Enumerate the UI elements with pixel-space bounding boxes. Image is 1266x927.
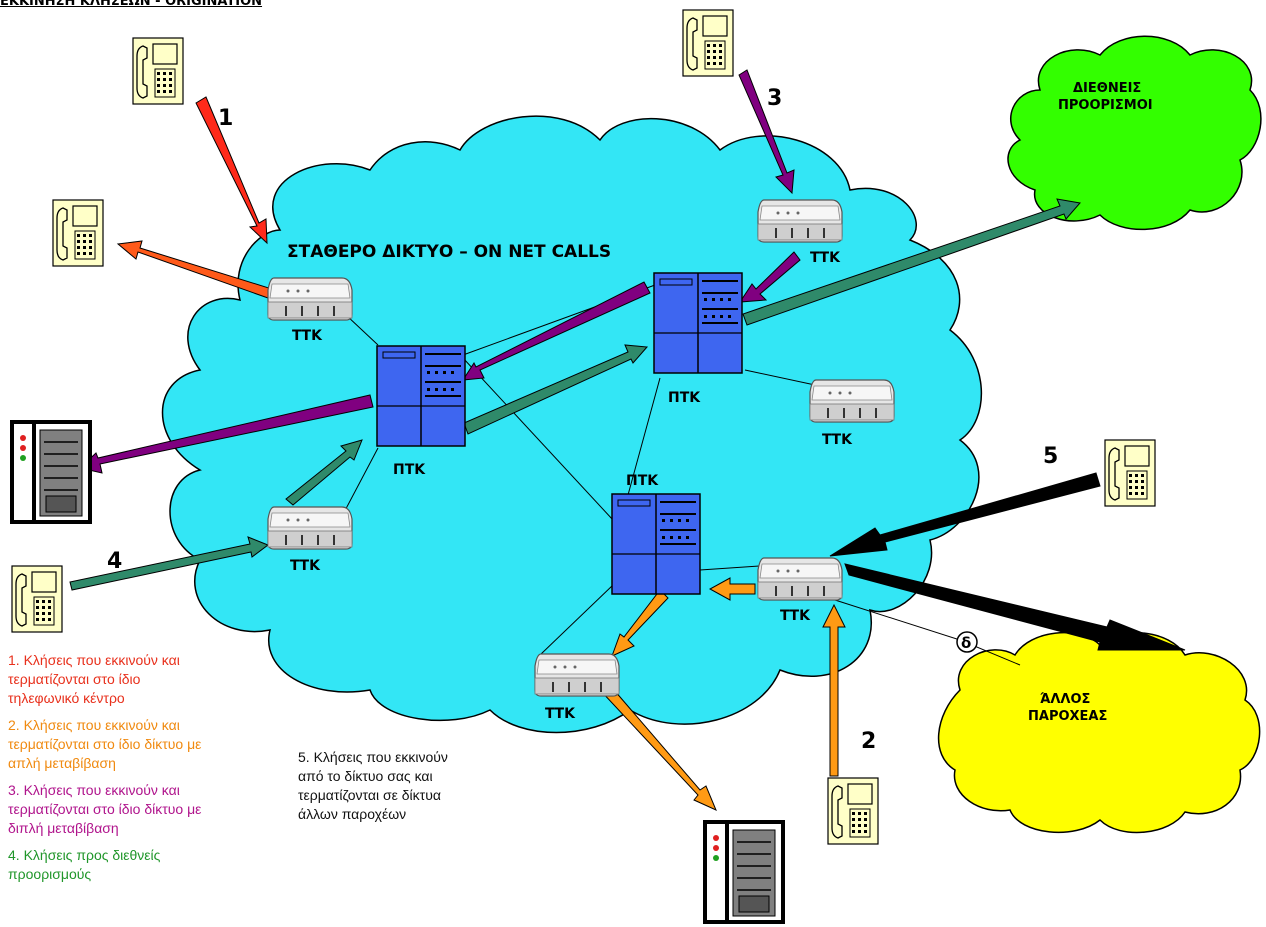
ttk-label: ΤΤΚ xyxy=(292,328,323,344)
phone-icon xyxy=(682,9,734,77)
provider-cloud-label: ΆΛΛΟΣ xyxy=(1040,692,1090,707)
route-arrows xyxy=(69,69,1186,811)
arrow-3-in xyxy=(738,69,795,195)
arrow-1-in xyxy=(195,96,268,245)
legend-item-1: 1. Κλήσεις που εκκινούν και τερματίζοντα… xyxy=(8,652,180,706)
arrow-1-out xyxy=(116,240,273,299)
network-title: ΣΤΑΘΕΡΟ ΔΙΚΤΥΟ – ON NET CALLS xyxy=(287,242,611,262)
provider-cloud-label: ΠΑΡΟΧΕΑΣ xyxy=(1028,709,1107,724)
server-rack-icon xyxy=(10,420,92,524)
route-number-3: 3 xyxy=(767,86,782,111)
arrow-2-a xyxy=(708,577,756,601)
phone-icon xyxy=(52,199,104,267)
ptk-switch-icon xyxy=(653,272,743,374)
route-number-5: 5 xyxy=(1043,444,1058,469)
ptk-label: ΠΤΚ xyxy=(626,473,659,489)
route-number-1: 1 xyxy=(218,106,233,131)
international-cloud-label: ΔΙΕΘΝΕΙΣ xyxy=(1073,81,1141,96)
ptk-label: ΠΤΚ xyxy=(393,462,426,478)
delta-marker xyxy=(956,631,978,653)
ttk-device-icon xyxy=(757,199,843,243)
arrow-2-b xyxy=(611,589,669,657)
ttk-device-icon xyxy=(809,379,895,423)
ptk-switch-icon xyxy=(376,345,466,447)
route-number-2: 2 xyxy=(861,729,876,754)
arrow-3-b xyxy=(462,281,651,381)
ttk-device-icon xyxy=(534,653,620,697)
arrow-5-in xyxy=(829,472,1101,557)
route-5-note: 5. Κλήσεις που εκκινούν από το δίκτυο σα… xyxy=(298,749,448,822)
arrow-4-c xyxy=(742,198,1081,326)
arrow-2-c xyxy=(599,682,717,811)
ttk-label: ΤΤΚ xyxy=(810,250,841,266)
arrow-3-a xyxy=(739,251,801,303)
phone-icon xyxy=(1104,439,1156,507)
provider-cloud xyxy=(937,632,1261,834)
ptk-label: ΠΤΚ xyxy=(668,390,701,406)
arrow-2-in xyxy=(822,603,846,777)
phone-icon xyxy=(827,777,879,845)
international-cloud xyxy=(1007,35,1262,231)
ttk-label: ΤΤΚ xyxy=(545,706,576,722)
legend: 1. Κλήσεις που εκκινούν και τερματίζοντα… xyxy=(8,651,298,892)
route-number-4: 4 xyxy=(107,549,122,574)
ttk-device-icon xyxy=(267,506,353,550)
arrow-4-b xyxy=(463,344,649,435)
international-cloud-label: ΠΡΟΟΡΙΣΜΟΙ xyxy=(1058,98,1153,113)
ttk-label: ΤΤΚ xyxy=(822,432,853,448)
arrow-4-a xyxy=(285,439,363,506)
phone-icon xyxy=(11,565,63,633)
server-rack-icon xyxy=(703,820,785,924)
ttk-label: ΤΤΚ xyxy=(290,558,321,574)
arrow-4-in xyxy=(69,536,270,591)
legend-item-4: 4. Κλήσεις προς διεθνείς προορισμούς xyxy=(8,847,161,882)
ttk-device-icon xyxy=(757,557,843,601)
legend-item-3: 3. Κλήσεις που εκκινούν και τερματίζοντα… xyxy=(8,782,202,836)
delta-label: δ xyxy=(961,634,971,652)
ttk-device-icon xyxy=(267,277,353,321)
phone-icon xyxy=(132,37,184,105)
ttk-label: ΤΤΚ xyxy=(780,608,811,624)
ptk-switch-icon xyxy=(611,493,701,595)
arrow-5-out xyxy=(844,563,1186,651)
page-title: ΕΚΚΙΝΗΣΗ ΚΛΗΣΕΩΝ - ORIGINATION xyxy=(0,0,263,9)
legend-item-2: 2. Κλήσεις που εκκινούν και τερματίζοντα… xyxy=(8,717,202,771)
